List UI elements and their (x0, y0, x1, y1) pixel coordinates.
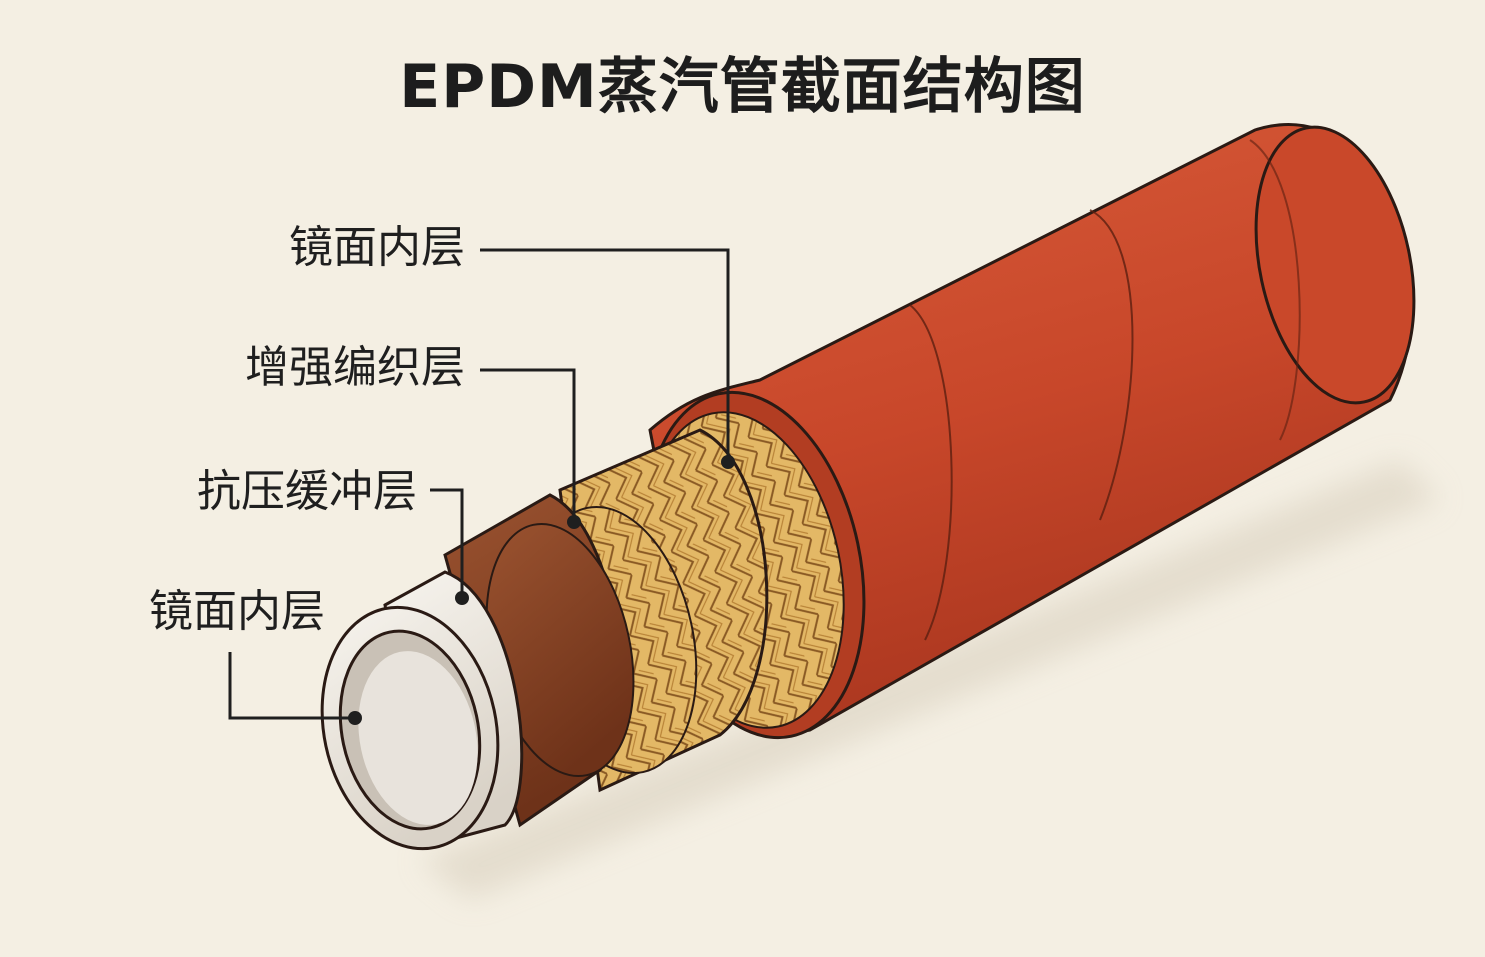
inner-liner-layer (320, 570, 524, 851)
leader-mirror-bottom (228, 652, 353, 720)
hose-shadow (420, 460, 1440, 900)
leader-braid (480, 368, 576, 522)
leader-buffer (430, 488, 464, 598)
leader-mirror-top (480, 248, 730, 462)
buffer-layer (443, 493, 635, 828)
label-reinforcement-braid-layer: 增强编织层 (245, 342, 465, 393)
dot-mirror-top (721, 455, 735, 469)
diagram-title: EPDM蒸汽管截面结构图 (399, 52, 1086, 122)
label-mirror-inner-layer-bottom: 镜面内层 (149, 586, 325, 637)
leader-dots (348, 455, 735, 725)
dot-buffer (455, 591, 469, 605)
leader-lines (228, 248, 730, 720)
label-pressure-buffer-layer: 抗压缓冲层 (197, 466, 417, 517)
dot-mirror-bottom (348, 711, 362, 725)
dot-braid (567, 515, 581, 529)
label-mirror-inner-layer-top: 镜面内层 (289, 222, 465, 273)
